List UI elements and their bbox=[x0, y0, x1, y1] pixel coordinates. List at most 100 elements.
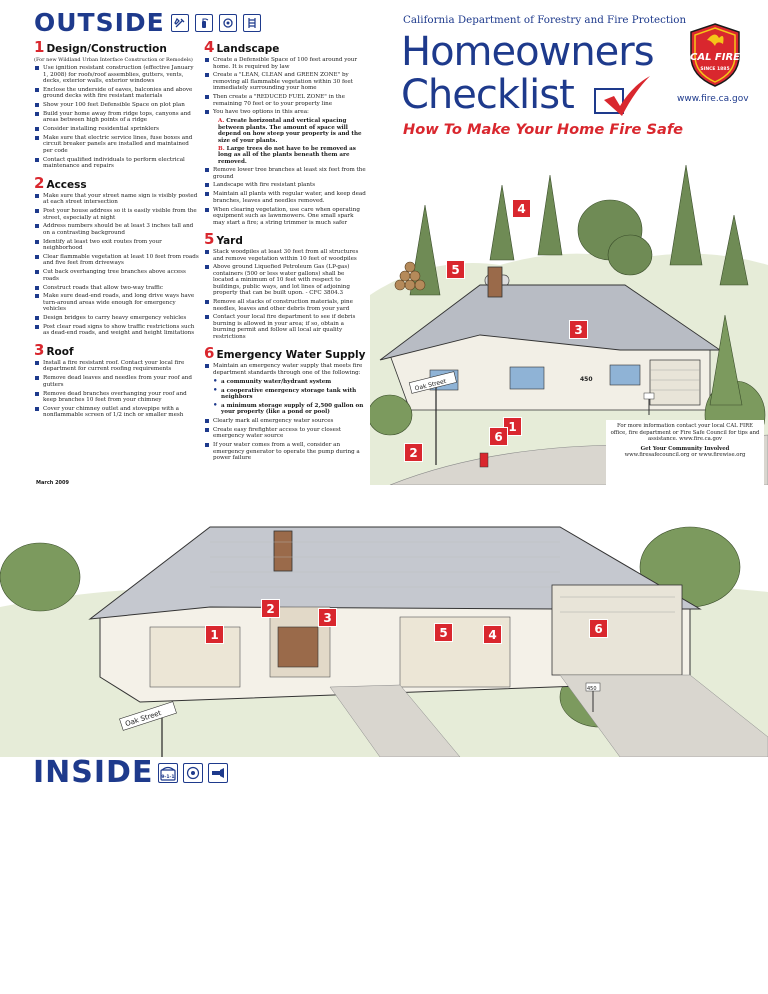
list-item: Remove dead branches overhanging your ro… bbox=[34, 391, 199, 404]
list-item: Post your house address so it is easily … bbox=[34, 208, 199, 221]
department-name: California Department of Forestry and Fi… bbox=[403, 14, 687, 26]
list-item: Enclose the underside of eaves, balconie… bbox=[34, 87, 199, 100]
list-item: Address numbers should be at least 3 inc… bbox=[34, 223, 199, 236]
info-text: For more information contact your local … bbox=[610, 423, 760, 442]
list-item: Make sure that electric service lines, f… bbox=[34, 135, 199, 155]
checkmark-icon bbox=[604, 76, 650, 116]
list-item: Contact qualified individuals to perform… bbox=[34, 157, 199, 170]
website-url: www.fire.ca.gov bbox=[677, 94, 749, 104]
checklist: Create a Defensible Space of 100 feet ar… bbox=[204, 57, 366, 116]
area-badge-5: 5 bbox=[446, 260, 465, 279]
list-item: Make sure dead-end roads, and long drive… bbox=[34, 293, 199, 313]
option-b: B. Large trees do not have to be removed… bbox=[218, 145, 356, 165]
info-heading: Get Your Community Involved bbox=[640, 445, 730, 452]
inside-header: INSIDE 9-1-1 bbox=[33, 755, 229, 790]
info-box: For more information contact your local … bbox=[606, 420, 764, 487]
section-title: Landscape bbox=[216, 43, 280, 55]
list-item: Cut back overhanging tree branches above… bbox=[34, 269, 199, 282]
section-number: 2 bbox=[34, 173, 45, 192]
list-item: Construct roads that allow two-way traff… bbox=[34, 285, 199, 292]
logo-text: CAL FIRE bbox=[690, 52, 740, 63]
checkbox-graphic bbox=[594, 88, 624, 114]
title-line-1: Homeowners bbox=[401, 29, 655, 75]
list-item: Consider installing residential sprinkle… bbox=[34, 126, 199, 133]
list-item: You have two options in this area: bbox=[204, 109, 366, 116]
list-item: Maintain an emergency water supply that … bbox=[204, 363, 366, 376]
cal-fire-logo: CAL FIRE SINCE 1885 bbox=[690, 23, 740, 87]
section-title: Emergency Water Supply bbox=[216, 349, 366, 362]
phone-911-icon: 9-1-1 bbox=[158, 762, 179, 783]
outside-title: OUTSIDE bbox=[34, 8, 165, 37]
list-item: Clearly mark all emergency water sources bbox=[204, 418, 366, 425]
section-number: 5 bbox=[204, 230, 215, 249]
option-list: a community water/hydrant system a coope… bbox=[204, 378, 366, 416]
list-item: a community water/hydrant system bbox=[212, 378, 366, 386]
option-a: A. Create horizontal and vertical spacin… bbox=[218, 118, 362, 144]
section-title: Yard bbox=[216, 235, 243, 248]
info-links: www.firesafecouncil.org or www.firewise.… bbox=[624, 452, 746, 458]
list-item: Above ground Liquefied Petroleum Gas (LP… bbox=[204, 264, 366, 297]
checklist: Make sure that your street name sign is … bbox=[34, 193, 199, 337]
list-item: Create a "LEAN, CLEAN and GREEN ZONE" by… bbox=[204, 72, 366, 92]
area-badge-2: 2 bbox=[404, 443, 423, 462]
list-item: Stack woodpiles at least 30 feet from al… bbox=[204, 249, 366, 262]
phone-label: 9-1-1 bbox=[162, 774, 175, 780]
list-item: Contact your local fire department to se… bbox=[204, 314, 366, 340]
section-number: 3 bbox=[34, 340, 45, 359]
list-item: Create easy firefighter access to your c… bbox=[204, 427, 366, 440]
list-item: Create a Defensible Space of 100 feet ar… bbox=[204, 57, 366, 70]
ladder-icon bbox=[242, 13, 261, 32]
checklist: Stack woodpiles at least 30 feet from al… bbox=[204, 249, 366, 340]
room-badge-5: 5 bbox=[434, 623, 453, 642]
list-item: Then create a "REDUCED FUEL ZONE" in the… bbox=[204, 94, 366, 107]
list-item: Design bridges to carry heavy emergency … bbox=[34, 315, 199, 322]
list-item: Make sure that your street name sign is … bbox=[34, 193, 199, 206]
publication-date: March 2009 bbox=[36, 480, 69, 486]
checklist: Install a fire resistant roof. Contact y… bbox=[34, 360, 199, 419]
list-item: Identify at least two exit routes from y… bbox=[34, 239, 199, 252]
section-number: 6 bbox=[204, 344, 215, 363]
list-item: Build your home away from ridge tops, ca… bbox=[34, 111, 199, 124]
inside-title: INSIDE bbox=[33, 755, 154, 790]
list-item: Install a fire resistant roof. Contact y… bbox=[34, 360, 199, 373]
list-item: Landscape with fire resistant plants bbox=[204, 182, 366, 189]
room-badge-2: 2 bbox=[261, 599, 280, 618]
checklist: Remove lower tree branches at least six … bbox=[204, 167, 366, 226]
room-badge-6: 6 bbox=[589, 619, 608, 638]
checklist: Clearly mark all emergency water sources… bbox=[204, 418, 366, 462]
room-badge-3: 3 bbox=[318, 608, 337, 627]
list-item: Show your 100 feet Defensible Space on p… bbox=[34, 102, 199, 109]
checklist: Use ignition resistant construction (eff… bbox=[34, 65, 199, 170]
room-badge-1: 1 bbox=[205, 625, 224, 644]
section-number: 1 bbox=[34, 38, 45, 56]
hose-icon bbox=[218, 13, 237, 32]
list-item: Remove lower tree branches at least six … bbox=[204, 167, 366, 180]
list-item: Remove all stacks of construction materi… bbox=[204, 299, 366, 312]
list-item: Clear flammable vegetation at least 10 f… bbox=[34, 254, 199, 267]
area-badge-4: 4 bbox=[512, 199, 531, 218]
section-note: (For new Wildland Urban Interface Constr… bbox=[34, 57, 193, 63]
section-title: Access bbox=[46, 178, 87, 191]
tools-icon bbox=[170, 13, 189, 32]
list-item: a cooperative emergency storage tank wit… bbox=[212, 387, 366, 401]
tagline: How To Make Your Home Fire Safe bbox=[403, 121, 684, 138]
section-title: Roof bbox=[46, 345, 74, 358]
logo-since: SINCE 1885 bbox=[700, 66, 729, 72]
list-item: Maintain all plants with regular water, … bbox=[204, 191, 366, 204]
house-number: 450 bbox=[580, 376, 593, 383]
list-item: When clearing vegetation, use care when … bbox=[204, 207, 366, 227]
list-item: Post clear road signs to show traffic re… bbox=[34, 324, 199, 337]
option-list: A. Create horizontal and vertical spacin… bbox=[204, 118, 366, 165]
list-item: Cover your chimney outlet and stovepipe … bbox=[34, 406, 199, 419]
list-item: Use ignition resistant construction (eff… bbox=[34, 65, 199, 85]
title-line-2: Checklist bbox=[401, 72, 575, 118]
area-badge-6: 6 bbox=[489, 427, 508, 446]
